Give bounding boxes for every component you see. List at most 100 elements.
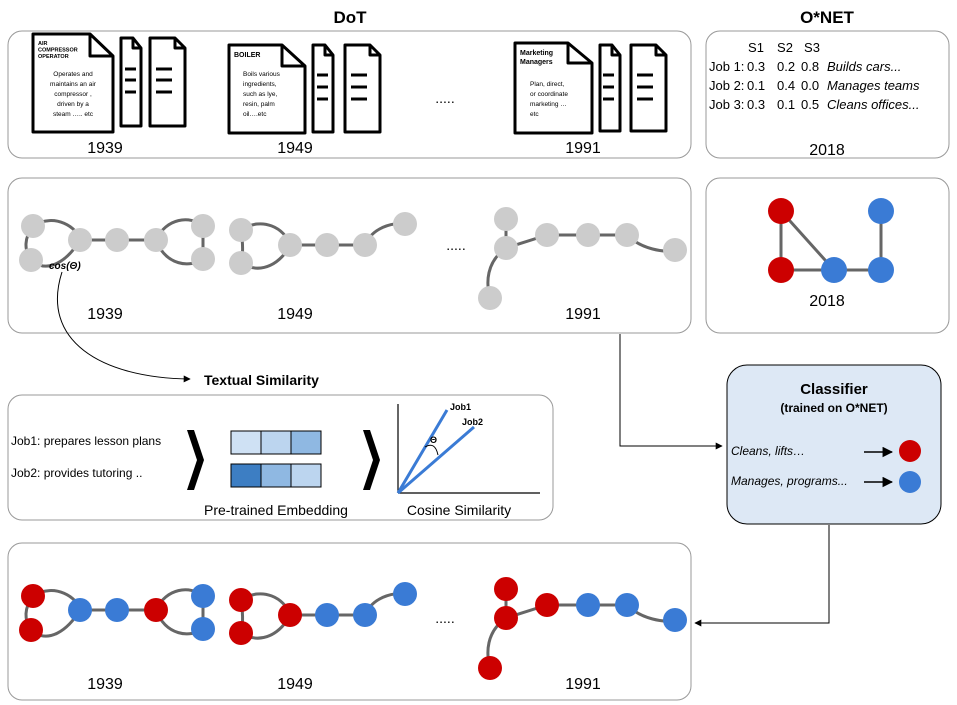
graph-node xyxy=(535,593,559,617)
graph-node xyxy=(478,286,502,310)
doc-year-1991: 1991 xyxy=(565,140,601,157)
graph-node xyxy=(615,593,639,617)
graph-year-1949: 1949 xyxy=(277,306,313,323)
chevron-right-icon xyxy=(363,430,380,490)
graph-node xyxy=(663,238,687,262)
textual-similarity-panel xyxy=(7,394,554,521)
doc-year-1949: 1949 xyxy=(277,140,313,157)
job2-text: Job2: provides tutoring .. xyxy=(11,466,142,480)
graph-node xyxy=(229,588,253,612)
graph-node xyxy=(315,603,339,627)
header-onet: O*NET xyxy=(800,8,854,27)
graph-edge xyxy=(779,209,836,272)
job1-text: Job1: prepares lesson plans xyxy=(11,434,161,448)
graph-node xyxy=(353,603,377,627)
graph-node xyxy=(21,584,45,608)
dot-documents-panel xyxy=(7,30,692,159)
embedding-label: Pre-trained Embedding xyxy=(204,502,348,518)
graph-year-1991: 1991 xyxy=(565,306,601,323)
graph-node xyxy=(494,236,518,260)
graph-node xyxy=(191,214,215,238)
labeled-graph-ellipsis: ..... xyxy=(435,610,454,626)
onet-table-year: 2018 xyxy=(809,142,845,159)
angle-arc xyxy=(424,444,439,456)
theta-label: Θ xyxy=(430,435,437,445)
job2-vector-label: Job2 xyxy=(462,417,483,427)
column-header: S2 xyxy=(777,40,793,55)
blue-class-node xyxy=(899,471,921,493)
graph-node xyxy=(278,233,302,257)
header-dot: DoT xyxy=(333,8,367,27)
graph-node xyxy=(768,257,794,283)
graph-node xyxy=(821,257,847,283)
graph-node xyxy=(615,223,639,247)
doc-title: BOILER xyxy=(234,52,260,59)
graph-node xyxy=(68,598,92,622)
doc-page-front xyxy=(31,32,115,134)
graph-node xyxy=(535,223,559,247)
graph-node xyxy=(663,608,687,632)
graph-node xyxy=(494,207,518,231)
doc-ellipsis: ..... xyxy=(435,90,454,106)
graph-node xyxy=(19,248,43,272)
column-header: S1 xyxy=(748,40,764,55)
graph-year-1939: 1939 xyxy=(87,306,123,323)
graph-node xyxy=(191,584,215,608)
dot-occupation-graph xyxy=(19,207,687,310)
graph-node xyxy=(68,228,92,252)
onet-occupation-graph xyxy=(768,198,894,283)
edge-to-similarity-arrow xyxy=(56,271,191,383)
graph-node xyxy=(105,598,129,622)
onet-graph-year: 2018 xyxy=(809,293,845,310)
classifier-to-graph-arrow xyxy=(694,525,830,627)
classifier-title: Classifier xyxy=(800,381,868,398)
graph-node xyxy=(191,617,215,641)
graph-node xyxy=(393,212,417,236)
graph-node xyxy=(278,603,302,627)
graph-node xyxy=(229,621,253,645)
graph-node xyxy=(21,214,45,238)
chevron-right-icon xyxy=(187,430,204,490)
graph-node xyxy=(19,618,43,642)
labeled-graph-panel xyxy=(7,542,692,701)
red-class-node xyxy=(899,440,921,462)
cosine-label: cos(Θ) xyxy=(49,261,81,272)
labeled-occupation-graph xyxy=(19,577,687,680)
labeled-graph-year-1939: 1939 xyxy=(87,676,123,693)
classifier-item-cleans: Cleans, lifts… xyxy=(731,444,805,458)
graph-node xyxy=(576,593,600,617)
graph-node xyxy=(768,198,794,224)
graph-node xyxy=(494,606,518,630)
dot-graph-panel xyxy=(7,177,692,334)
cosine-label-text: Cosine Similarity xyxy=(407,502,511,518)
onet-table-panel xyxy=(705,30,950,159)
embedding-vectors xyxy=(230,430,322,488)
graph-node xyxy=(144,598,168,622)
doc-year-1939: 1939 xyxy=(87,140,123,157)
column-header: S3 xyxy=(804,40,820,55)
graph-ellipsis: ..... xyxy=(446,237,465,253)
graph-node xyxy=(229,218,253,242)
graph-node xyxy=(393,582,417,606)
graph-node xyxy=(868,198,894,224)
graph-node xyxy=(315,233,339,257)
graph-node xyxy=(576,223,600,247)
labeled-graph-year-1949: 1949 xyxy=(277,676,313,693)
doc-page-middle xyxy=(119,36,143,128)
textual-similarity-title: Textual Similarity xyxy=(204,372,319,388)
graph-to-classifier-arrow xyxy=(619,334,723,450)
classifier-subtitle: (trained on O*NET) xyxy=(780,401,887,415)
